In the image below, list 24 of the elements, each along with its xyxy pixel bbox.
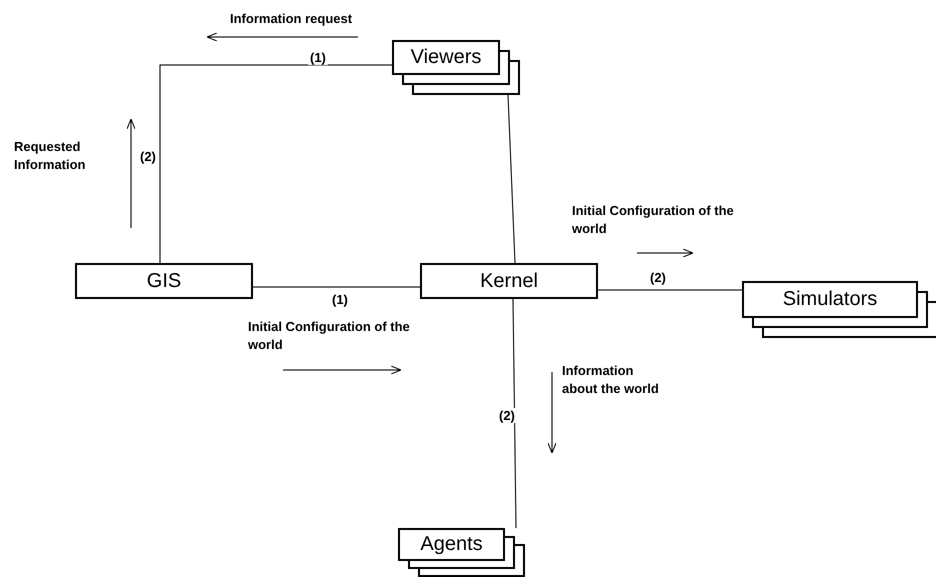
- node-label: GIS: [146, 270, 182, 292]
- step-number: (2): [140, 148, 157, 166]
- edge-label: (2): [648, 270, 668, 285]
- stacked-process-box: [398, 528, 525, 577]
- flow-label: Information about the world: [562, 362, 660, 398]
- connector-line: [508, 94, 516, 264]
- connector-line: [512, 298, 516, 528]
- node-label: Simulators: [782, 288, 878, 311]
- flow-label: Requested Information: [14, 138, 86, 174]
- flow-label: Information request: [230, 10, 354, 28]
- node-label: Viewers: [410, 46, 482, 69]
- connector-line: [160, 64, 392, 264]
- flow-label: Initial Configuration of the world: [572, 202, 735, 238]
- stacked-process-box: [742, 281, 936, 338]
- process-box: [420, 263, 598, 299]
- connector-line: [252, 286, 420, 288]
- node-label: Agents: [420, 533, 483, 556]
- edge-label: (1): [330, 292, 350, 307]
- edge-label: (1): [308, 50, 328, 65]
- stacked-process-box: [392, 40, 520, 95]
- process-box: [75, 263, 253, 299]
- node-label: Kernel: [480, 270, 538, 292]
- edge-label: (2): [497, 408, 517, 423]
- flow-label: Initial Configuration of the world: [248, 318, 411, 354]
